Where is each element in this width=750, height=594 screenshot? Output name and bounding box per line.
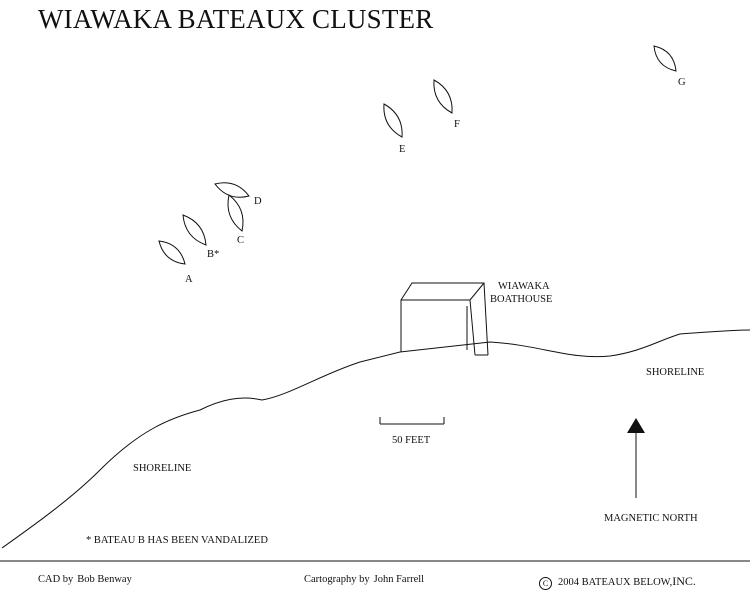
bateau-outline-g bbox=[653, 45, 677, 72]
scale-bar bbox=[379, 417, 445, 425]
shoreline-label: SHORELINE bbox=[133, 463, 191, 474]
bateau-label: D bbox=[254, 196, 262, 207]
bateau-label: A bbox=[185, 274, 193, 285]
bateau-outline-d bbox=[214, 182, 250, 198]
bateau-outline-e bbox=[383, 103, 403, 138]
bateau-outline-a bbox=[158, 240, 186, 265]
bateau-outline-f bbox=[433, 79, 453, 114]
cartography-credit-name: John Farrell bbox=[373, 574, 425, 585]
bateau-outline-c bbox=[227, 194, 244, 232]
cartography-credit-label: Cartography by bbox=[304, 574, 370, 585]
cad-credit-name: Bob Benway bbox=[77, 574, 132, 585]
bateau-label: C bbox=[237, 235, 244, 246]
north-arrow bbox=[627, 418, 645, 498]
copyright-suffix: INC. bbox=[672, 574, 696, 588]
shoreline-label: SHORELINE bbox=[646, 367, 704, 378]
bateau-label: B* bbox=[207, 249, 219, 260]
bateau-label: G bbox=[678, 77, 686, 88]
vandalism-note: * BATEAU B HAS BEEN VANDALIZED bbox=[86, 535, 268, 546]
bateau-label: F bbox=[454, 119, 460, 130]
boathouse-label: WIAWAKA bbox=[498, 281, 550, 292]
cad-credit-label: CAD by bbox=[38, 574, 74, 585]
shoreline-line bbox=[1, 329, 750, 549]
boathouse bbox=[400, 282, 489, 356]
bateau-label: E bbox=[399, 144, 405, 155]
bateau-outline-b bbox=[182, 214, 207, 246]
boathouse-label: BOATHOUSE bbox=[490, 294, 552, 305]
copyright-icon: C bbox=[539, 577, 552, 590]
scale-label: 50 FEET bbox=[392, 435, 431, 446]
copyright-text: 2004 BATEAUX BELOW, bbox=[558, 577, 673, 588]
north-label: MAGNETIC NORTH bbox=[604, 513, 698, 524]
map-title: WIAWAKA BATEAUX CLUSTER bbox=[38, 4, 434, 34]
copyright: C 2004 BATEAUX BELOW,INC. bbox=[539, 574, 696, 590]
